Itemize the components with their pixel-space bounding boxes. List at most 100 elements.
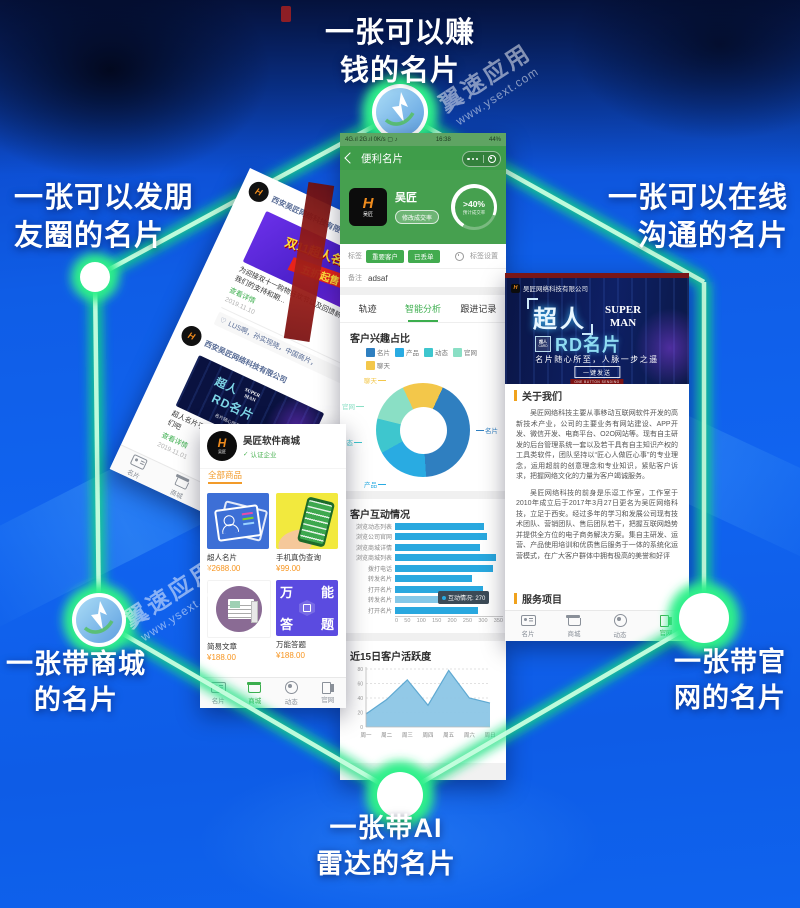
interest-donut: [376, 383, 470, 477]
bar-row: 浏览商城详情: [344, 542, 506, 553]
product-image-article: [207, 580, 271, 638]
shop-avatar[interactable]: H 吴匠: [207, 431, 237, 461]
page-title: 便利名片: [361, 152, 403, 165]
product-title: 手机真伪查询: [276, 553, 321, 562]
radar-phone: 4G.ıl 2G.ıl 0K/s ▢ ♪ 16:38 44% 便利名片 H 吴匠…: [340, 133, 506, 780]
node-top-left: [71, 253, 119, 301]
about-paragraph-1: 吴匠网络科技主要从事移动互联网软件开发的高新技术产业，公司的主要业务有网站建设、…: [516, 410, 678, 480]
status-left: 4G.ıl 2G.ıl 0K/s ▢ ♪: [345, 137, 398, 143]
product-price: ¥188.00: [276, 651, 305, 660]
legend-item: 聊天: [366, 360, 390, 370]
interest-chart-title: 客户兴趣占比: [350, 334, 410, 345]
status-time: 16:38: [435, 136, 451, 143]
bar-row: 转发名片: [344, 574, 506, 585]
bar-row: 拨打电话: [344, 563, 506, 574]
svg-text:40: 40: [357, 696, 363, 702]
legend-item: 官网: [453, 347, 477, 357]
product-card[interactable]: 超人名片 ¥2688.00: [207, 493, 269, 573]
gauge-value: >40%: [463, 198, 485, 209]
company-avatar[interactable]: H: [245, 178, 272, 206]
product-image-card: [207, 493, 269, 549]
svg-text:60: 60: [357, 682, 363, 688]
customer-avatar[interactable]: H 吴匠: [349, 188, 387, 226]
analysis-tabs: 轨迹 智能分析 跟进记录: [340, 295, 506, 323]
status-battery: 44%: [488, 136, 501, 143]
label-top-right: 一张可以在线 沟通的名片: [607, 182, 788, 252]
tab-followup[interactable]: 跟进记录: [460, 304, 497, 314]
product-title: 简易文章: [207, 642, 237, 651]
bar-row: 打开名片: [344, 605, 506, 616]
donut-legend: 名片产品动态官网聊天: [340, 345, 506, 375]
callout-chat: 聊天: [364, 375, 386, 385]
shop-name: 吴匠软件商城: [243, 436, 301, 447]
svg-text:周日: 周日: [484, 732, 495, 739]
product-price: ¥188.00: [207, 653, 236, 662]
gauge-label: 预计成交率: [462, 209, 486, 215]
tag-lost[interactable]: 已丢单: [408, 249, 440, 263]
phone-graphic: [296, 496, 336, 548]
nav-card[interactable]: 名片: [505, 611, 551, 641]
callout-moments: 动态: [340, 437, 362, 447]
hexagon-icon: [299, 600, 315, 616]
tooltip-dot: [442, 595, 446, 600]
nav-moments[interactable]: 动态: [273, 678, 310, 708]
product-title: 万能答题: [276, 640, 306, 649]
close-circle-icon: [487, 155, 496, 163]
tag-important[interactable]: 重要客户: [366, 249, 404, 263]
website-icon: [660, 615, 672, 627]
heart-icon: ♡: [218, 317, 227, 327]
company-logo: H: [511, 283, 520, 293]
banner-slogan: 名片随心所至，人脉一步之遥: [535, 355, 659, 364]
customer-profile: H 吴匠 吴匠 修改成交率 >40% 预计成交率: [340, 170, 506, 244]
customer-name: 吴匠: [395, 192, 417, 205]
mall-phone: H 吴匠 吴匠软件商城 ✓ 认证企业 全部商品 超人名片 ¥2688.00: [200, 424, 346, 708]
legend-item: 动态: [424, 347, 448, 357]
product-image-phone: [276, 493, 338, 549]
note-label: 备注: [348, 275, 362, 282]
back-icon[interactable]: [344, 152, 356, 164]
nav-mall[interactable]: 商城: [551, 611, 597, 641]
nav-mall[interactable]: 商城: [237, 678, 274, 708]
svg-text:0: 0: [360, 725, 363, 731]
tag-settings-button[interactable]: 标签设置: [470, 253, 498, 260]
tags-row: 标签 重要客户 已丢单 标签设置: [340, 244, 506, 269]
svg-text:周六: 周六: [464, 731, 476, 739]
card-icon: [520, 614, 536, 626]
interaction-chart-title: 客户互动情况: [350, 510, 410, 521]
gear-icon: [455, 251, 464, 261]
miniprogram-capsule[interactable]: [462, 151, 501, 167]
note-row[interactable]: 备注 adsaf: [340, 269, 506, 287]
tab-track[interactable]: 轨迹: [358, 304, 377, 314]
label-bottom: 一张带AI 雷达的名片: [316, 813, 456, 879]
tags-label: 标签: [348, 253, 362, 260]
company-avatar[interactable]: H: [178, 322, 205, 350]
newspaper-icon: [228, 599, 258, 623]
svg-text:周五: 周五: [443, 732, 455, 739]
section-gap: [340, 633, 506, 641]
product-card[interactable]: 万 能 答 题 万能答题 ¥188.00: [276, 580, 338, 662]
all-products-tab[interactable]: 全部商品: [200, 469, 346, 489]
more-icon: [467, 157, 479, 161]
tab-smart-analysis[interactable]: 智能分析: [395, 295, 450, 322]
shop-header: H 吴匠 吴匠软件商城 ✓ 认证企业: [200, 424, 346, 469]
verified-badge: ✓ 认证企业: [243, 451, 277, 459]
svg-text:周四: 周四: [422, 732, 433, 739]
about-section-header: 关于我们: [505, 384, 689, 406]
product-card[interactable]: 简易文章 ¥188.00: [207, 580, 271, 662]
website-icon: [321, 682, 334, 694]
legend-item: 产品: [395, 347, 419, 357]
edit-rate-badge[interactable]: 修改成交率: [395, 210, 440, 225]
nav-card[interactable]: 名片: [200, 678, 237, 708]
phone-footer: [340, 763, 506, 780]
about-text: 吴匠网络科技主要从事移动互联网软件开发的高新技术产业，公司的主要业务有网站建设、…: [505, 406, 689, 587]
one-key-send-button[interactable]: 一键发送 ONE BUTTON SENDING: [570, 366, 624, 384]
product-card[interactable]: 手机真伪查询 ¥99.00: [276, 493, 338, 573]
nav-site[interactable]: 官网: [310, 678, 347, 708]
nav-site[interactable]: 官网: [643, 611, 689, 641]
nav-moments[interactable]: 动态: [597, 611, 643, 641]
activity-chart-title: 近15日客户活跃度: [350, 652, 432, 663]
section-gap: [340, 287, 506, 295]
deal-rate-gauge: >40% 预计成交率: [451, 184, 497, 230]
